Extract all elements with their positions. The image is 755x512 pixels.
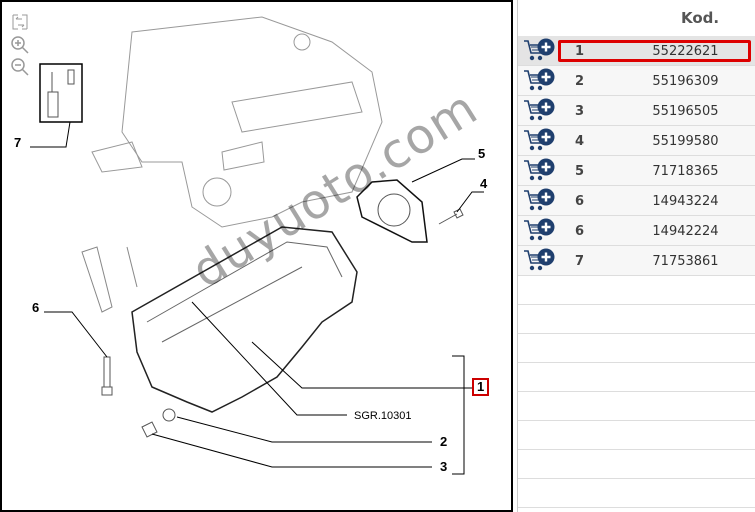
add-to-cart-icon[interactable] (523, 98, 555, 124)
empty-row (518, 421, 755, 450)
row-number: 4 (575, 134, 585, 149)
table-row[interactable]: 2 55196309 (518, 66, 755, 96)
callout-4[interactable]: 4 (480, 176, 488, 191)
callout-3[interactable]: 3 (440, 459, 448, 474)
callout-2[interactable]: 2 (440, 434, 448, 449)
zoom-out-icon[interactable] (10, 57, 30, 77)
part-code[interactable]: 14943224 (652, 194, 719, 209)
callout-5[interactable]: 5 (478, 146, 486, 161)
empty-row (518, 479, 755, 508)
oil-pan-drawing (30, 16, 484, 475)
add-to-cart-icon[interactable] (523, 248, 555, 274)
callout-6[interactable]: 6 (32, 300, 40, 315)
part-code[interactable]: 14942224 (652, 224, 719, 239)
row-number: 2 (575, 74, 585, 89)
empty-row (518, 305, 755, 334)
zoom-in-icon[interactable] (10, 35, 30, 55)
part-code[interactable]: 55222621 (652, 44, 719, 59)
part-code[interactable]: 55196505 (652, 104, 719, 119)
part-code[interactable]: 55196309 (652, 74, 719, 89)
empty-row (518, 334, 755, 363)
add-to-cart-icon[interactable] (523, 68, 555, 94)
table-header: Kod. (518, 0, 755, 36)
parts-diagram[interactable]: 7 5 4 6 1 SGR.10301 2 3 duyuoto.com (0, 0, 513, 512)
parts-table: Kod. 1 55222621 2 55196309 3 55196505 4 5519958… (517, 0, 755, 512)
table-row[interactable]: 6 14943224 (518, 186, 755, 216)
table-row[interactable]: 4 55199580 (518, 126, 755, 156)
add-to-cart-icon[interactable] (523, 188, 555, 214)
part-code[interactable]: 71718365 (652, 164, 719, 179)
code-column-header: Kod. (681, 9, 720, 27)
add-to-cart-icon[interactable] (523, 128, 555, 154)
part-code[interactable]: 71753861 (652, 254, 719, 269)
row-number: 7 (575, 254, 585, 269)
row-number: 1 (575, 44, 585, 59)
row-number: 3 (575, 104, 585, 119)
empty-row (518, 363, 755, 392)
empty-row (518, 392, 755, 421)
table-row[interactable]: 5 71718365 (518, 156, 755, 186)
table-row[interactable]: 6 14942224 (518, 216, 755, 246)
table-row[interactable]: 7 71753861 (518, 246, 755, 276)
callout-7[interactable]: 7 (14, 135, 22, 150)
empty-row (518, 276, 755, 305)
empty-row (518, 450, 755, 479)
part-code[interactable]: 55199580 (652, 134, 719, 149)
add-to-cart-icon[interactable] (523, 218, 555, 244)
add-to-cart-icon[interactable] (523, 38, 555, 64)
row-number: 5 (575, 164, 585, 179)
callout-1[interactable]: 1 (472, 378, 490, 396)
row-number: 6 (575, 194, 585, 209)
table-row[interactable]: 3 55196505 (518, 96, 755, 126)
fit-icon[interactable] (10, 12, 30, 32)
row-number: 6 (575, 224, 585, 239)
table-row[interactable]: 1 55222621 (518, 36, 755, 66)
selected-row-highlight (558, 40, 751, 62)
reference-label: SGR.10301 (354, 410, 412, 422)
add-to-cart-icon[interactable] (523, 158, 555, 184)
